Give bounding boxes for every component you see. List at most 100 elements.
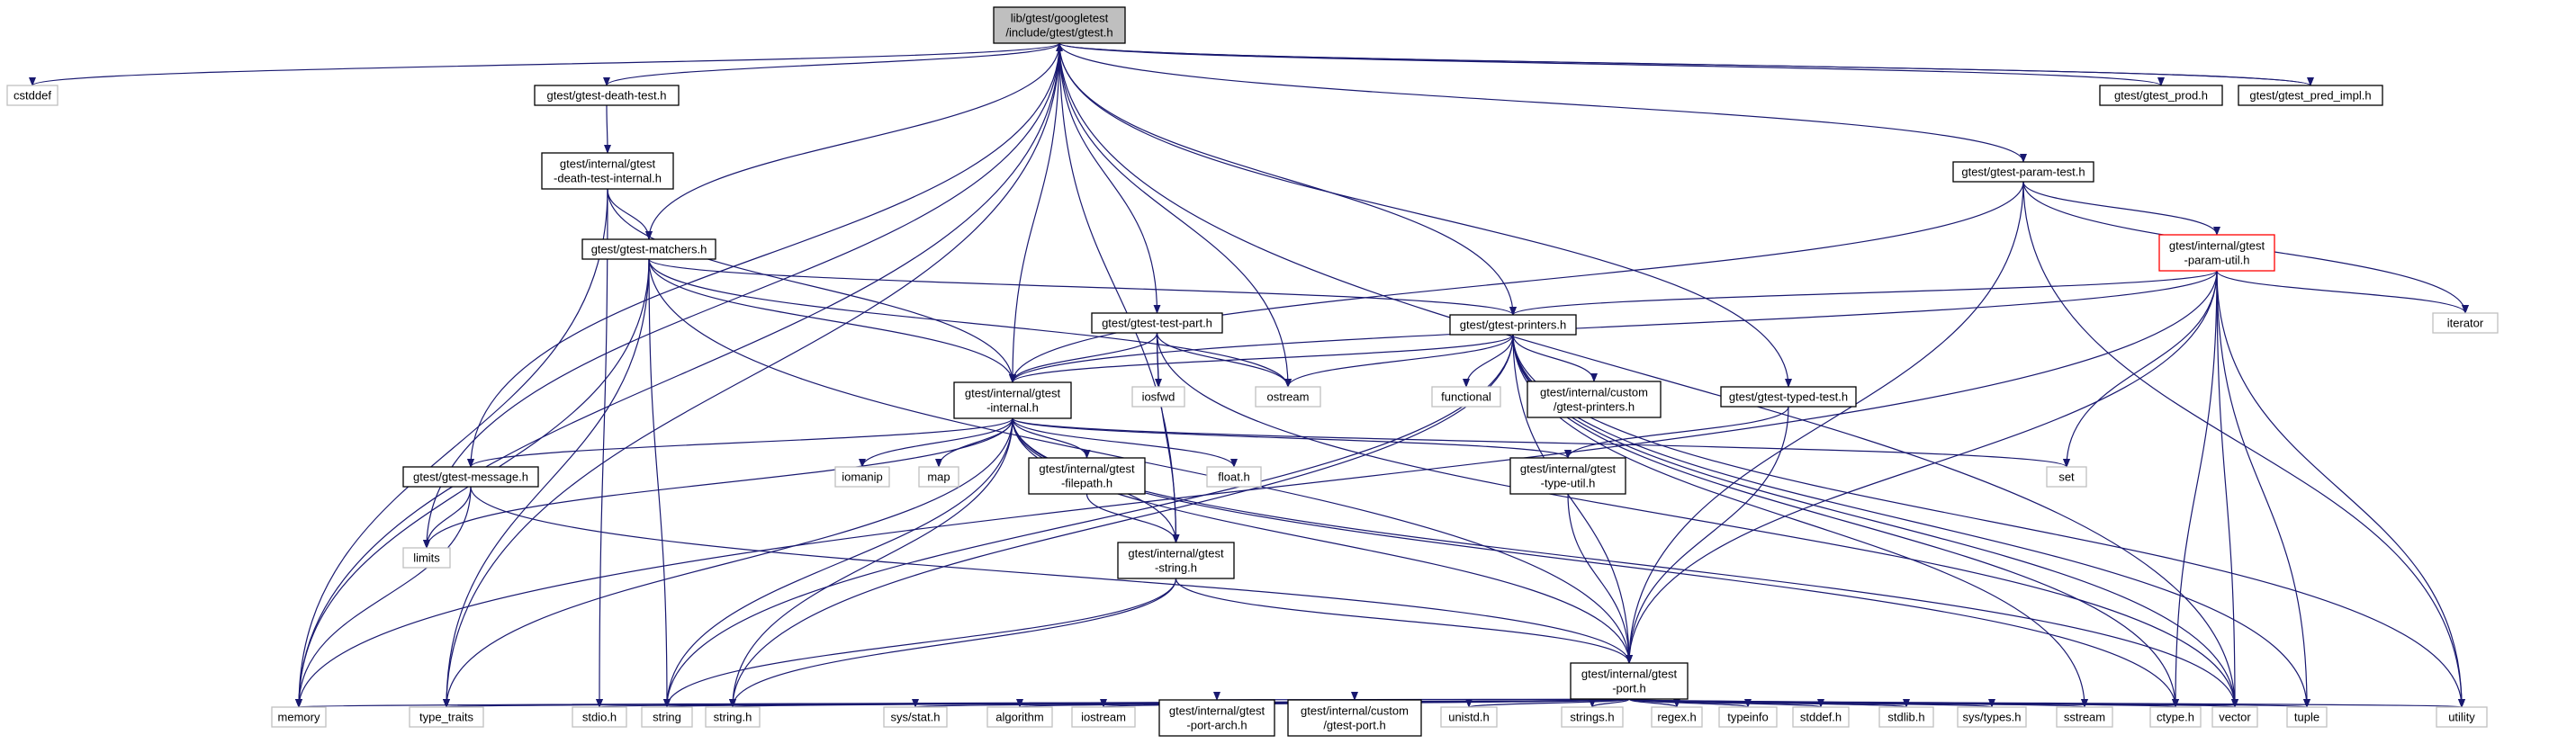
node-box: [581, 238, 716, 260]
edge-matchers-to-internal: [648, 258, 1016, 383]
node-box: [1206, 466, 1262, 488]
node-internal[interactable]: gtest/internal/gtest-internal.h: [953, 381, 1072, 419]
node-death-test[interactable]: gtest/gtest-death-test.h: [534, 85, 680, 106]
edge-test_part-to-internal: [1009, 332, 1158, 383]
node-label: -death-test-internal.h: [554, 172, 662, 185]
edge-type_util-to-port: [1567, 493, 1633, 664]
node-custom-printers[interactable]: gtest/internal/custom/gtest-printers.h: [1527, 381, 1662, 418]
edge-printers-to-internal: [1009, 334, 1514, 383]
node-label: iterator: [2447, 317, 2484, 330]
edge-internal-to-set: [1012, 417, 2070, 468]
edge-message-to-memory: [295, 486, 472, 708]
node-port-arch[interactable]: gtest/internal/gtest-port-arch.h: [1158, 699, 1275, 737]
node-float-h: float.h: [1206, 466, 1262, 488]
node-label: utility: [2448, 711, 2475, 724]
node-label: iostream: [1081, 711, 1126, 724]
node-box: [1720, 386, 1857, 408]
node-param-test[interactable]: gtest/gtest-param-test.h: [1952, 161, 2094, 183]
node-label: gtest/internal/gtest: [560, 157, 656, 171]
edge-param_test-to-param_util: [2022, 181, 2220, 236]
edge-test_part-to-vector: [1156, 332, 2238, 708]
node-label: -internal.h: [986, 401, 1039, 415]
node-label: gtest/gtest_pred_impl.h: [2249, 89, 2371, 103]
node-box: [1570, 662, 1689, 700]
node-custom-port[interactable]: gtest/internal/custom/gtest-port.h: [1287, 699, 1422, 737]
node-gtest-prod[interactable]: gtest/gtest_prod.h: [2099, 85, 2223, 106]
node-type-util[interactable]: gtest/internal/gtest-type-util.h: [1509, 457, 1626, 495]
node-label: string.h: [714, 711, 752, 724]
node-sstream: sstream: [2056, 706, 2113, 728]
node-filepath[interactable]: gtest/internal/gtest-filepath.h: [1028, 457, 1146, 495]
node-label: sstream: [2064, 711, 2105, 724]
edge-printers-to-functional: [1463, 334, 1514, 388]
node-box: [1878, 706, 1934, 728]
node-death-internal[interactable]: gtest/internal/gtest-death-test-internal…: [541, 152, 674, 190]
edge-root-to-gtest_prod: [1058, 42, 2165, 86]
edge-layer: [29, 42, 2469, 708]
edge-param_test-to-internal: [1009, 181, 2024, 383]
node-label: gtest/internal/gtest: [1581, 668, 1678, 681]
node-test-part[interactable]: gtest/gtest-test-part.h: [1091, 312, 1223, 334]
node-label: sys/stat.h: [891, 711, 941, 724]
node-label: lib/gtest/googletest: [1011, 12, 1109, 25]
edge-message-to-limits: [423, 486, 472, 549]
edge-param_test-to-port: [1626, 181, 2024, 664]
node-box: [402, 547, 451, 569]
node-box: [1509, 457, 1626, 495]
node-label: ostream: [1267, 390, 1310, 404]
edge-matchers-to-ostream: [648, 258, 1292, 388]
node-label: iomanip: [842, 471, 883, 484]
edge-internal-to-float_h: [1012, 417, 1238, 468]
node-label: unistd.h: [1448, 711, 1490, 724]
node-label: vector: [2219, 711, 2251, 724]
edge-death_internal-to-stdio_h: [596, 188, 608, 708]
node-label: map: [927, 471, 950, 484]
node-label: /include/gtest/gtest.h: [1005, 26, 1112, 40]
node-matchers[interactable]: gtest/gtest-matchers.h: [581, 238, 716, 260]
node-label: algorithm: [995, 711, 1043, 724]
node-label: float.h: [1218, 471, 1249, 484]
node-box: [2056, 706, 2113, 728]
edge-root-to-internal: [1009, 42, 1060, 383]
edge-matchers-to-printers: [648, 258, 1517, 316]
node-label: gtest/internal/gtest: [1169, 704, 1265, 718]
node-box: [2286, 706, 2328, 728]
node-pred-impl[interactable]: gtest/gtest_pred_impl.h: [2238, 85, 2383, 106]
node-label: -param-util.h: [2184, 254, 2250, 267]
edge-root-to-type_traits: [443, 42, 1060, 708]
node-unistd: unistd.h: [1440, 706, 1498, 728]
node-box: [986, 706, 1053, 728]
node-label: -filepath.h: [1061, 477, 1112, 490]
node-functional: functional: [1431, 386, 1501, 408]
node-label: gtest/gtest-message.h: [413, 471, 528, 484]
edge-param_util-to-ctype_h: [2172, 270, 2218, 708]
node-set: set: [2046, 466, 2087, 488]
edge-printers-to-custom_printers: [1512, 334, 1598, 382]
node-gstring[interactable]: gtest/internal/gtest-string.h: [1117, 542, 1235, 579]
node-label: gtest/internal/gtest: [2169, 239, 2265, 253]
node-label: sys/types.h: [1962, 711, 2021, 724]
node-message[interactable]: gtest/gtest-message.h: [402, 466, 539, 488]
node-typed-test[interactable]: gtest/gtest-typed-test.h: [1720, 386, 1857, 408]
node-box: [918, 466, 959, 488]
edge-typed_test-to-port: [1626, 406, 1789, 664]
node-label: gtest/gtest_prod.h: [2114, 89, 2208, 103]
edge-root-to-memory: [295, 42, 1060, 708]
node-box: [2158, 234, 2275, 272]
edge-internal-to-type_traits: [443, 417, 1013, 708]
node-printers[interactable]: gtest/gtest-printers.h: [1449, 314, 1577, 336]
node-box: [1957, 706, 2027, 728]
node-root[interactable]: lib/gtest/googletest/include/gtest/gtest…: [993, 6, 1126, 44]
edge-pred_impl-to-root: [1056, 42, 2311, 86]
edge-matchers-to-string: [648, 258, 671, 708]
node-label: ctype.h: [2157, 711, 2194, 724]
node-limits: limits: [402, 547, 451, 569]
edge-root-to-param_test: [1058, 42, 2027, 163]
node-box: [572, 706, 627, 728]
node-memory: memory: [271, 706, 327, 728]
node-port[interactable]: gtest/internal/gtest-port.h: [1570, 662, 1689, 700]
node-box: [1449, 314, 1577, 336]
node-label: stddef.h: [1800, 711, 1842, 724]
node-param-util[interactable]: gtest/internal/gtest-param-util.h: [2158, 234, 2275, 272]
